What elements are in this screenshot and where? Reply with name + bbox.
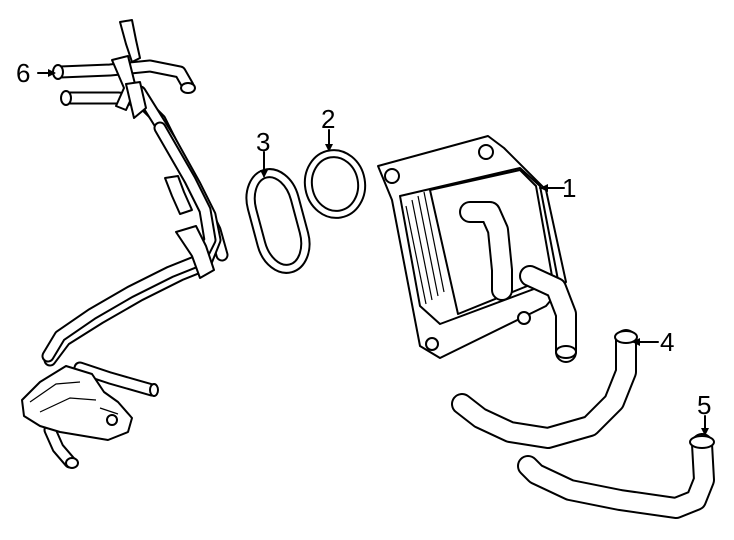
- callout-6: 6: [16, 58, 30, 88]
- callout-1: 1: [562, 173, 576, 203]
- callout-leaders: [37, 69, 709, 436]
- callout-4: 4: [660, 327, 674, 357]
- hose-4: [451, 329, 638, 449]
- o-ring: [303, 149, 367, 219]
- hose-5: [517, 433, 715, 519]
- callout-3: 3: [256, 127, 270, 157]
- callout-2: 2: [321, 104, 335, 134]
- oval-gasket: [245, 168, 311, 274]
- oil-cooler: [377, 135, 577, 363]
- callout-5: 5: [697, 390, 711, 420]
- cooler-pipe-assembly: [21, 19, 229, 469]
